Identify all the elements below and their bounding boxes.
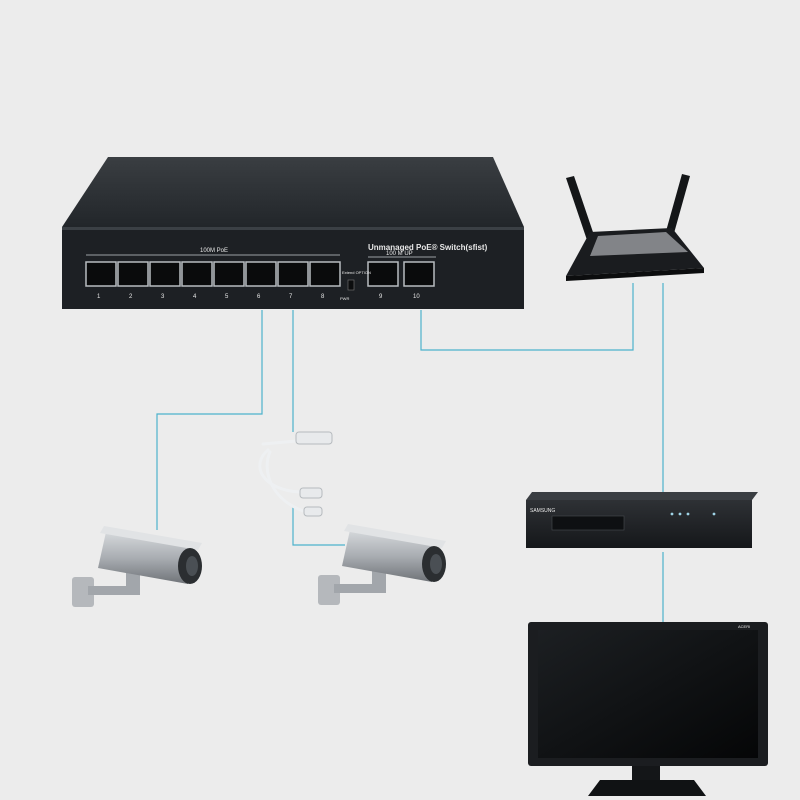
camera-icon [318,524,446,605]
poe-group-label: 100M PoE [200,248,228,254]
camera-wall-plate [318,575,340,605]
switch-port[interactable] [85,261,117,287]
port-number: 3 [161,294,165,300]
monitor-brand-label: ACERI [738,624,750,629]
nvr-icon: SAMSUNG [526,492,758,548]
nvr-top [526,492,758,500]
port-number: 2 [129,294,133,300]
switch-ports [85,261,435,287]
switch-port[interactable] [181,261,213,287]
camera-mount-arm [334,584,386,593]
camera-lens-glass [430,554,442,574]
monitor-screen [538,630,758,758]
camera-hood [344,524,446,548]
port-number: 6 [257,294,261,300]
switch-port[interactable] [309,261,341,287]
switch-front-edge [62,227,524,230]
router-antenna-right [663,174,690,244]
camera-icon [72,526,202,607]
switch-port[interactable] [149,261,181,287]
port-number: 1 [97,294,101,300]
camera-mount-arm [88,586,140,595]
switch-port[interactable] [277,261,309,287]
router-antenna-left [566,176,597,246]
poe-splitter-icon [258,431,333,517]
link-switch-router [420,283,634,351]
monitor-neck [632,766,660,780]
camera-hood [100,526,202,550]
camera-wall-plate [72,577,94,607]
splitter-cable-branch-2 [265,450,308,514]
port-number: 4 [193,294,197,300]
switch-model-label: Unmanaged PoE® Switch(sfist) [368,243,488,252]
splitter-jack [303,506,323,517]
router-icon [566,174,704,281]
nvr-indicator [712,512,716,516]
switch-port[interactable] [403,261,435,287]
router-front-edge [566,268,704,281]
nvr-brand-label: SAMSUNG [530,508,555,514]
splitter-connector [295,431,333,445]
port-number: 5 [225,294,229,300]
nvr-disc-tray [551,515,625,531]
splitter-cable-branch-1 [258,448,302,494]
switch-port-numbers: 1 2 3 4 5 6 7 8 9 10 [97,294,420,300]
link-splitter-camera-2 [292,505,345,546]
uplink-group-label: 100 M UP [386,251,413,257]
switch-port[interactable] [213,261,245,287]
nvr-indicator [686,512,690,516]
link-switch-camera-1 [156,310,263,530]
extend-toggle[interactable] [347,279,355,291]
switch-port[interactable] [245,261,277,287]
switch-top [62,157,524,227]
port-number: 7 [289,294,293,300]
link-lines [156,283,664,624]
port-number: 9 [379,294,383,300]
port-number: 8 [321,294,325,300]
nvr-indicator [678,512,682,516]
camera-lens-glass [186,556,198,576]
nvr-indicator [670,512,674,516]
monitor-stand [588,780,706,796]
camera-mount-neck [126,570,140,592]
port-number: 10 [413,294,420,300]
pwr-label: PWR [340,296,349,301]
switch-port[interactable] [117,261,149,287]
camera-mount-neck [372,568,386,590]
extend-option-label: Extend OPTION [342,270,371,275]
switch-port[interactable] [367,261,399,287]
monitor-icon: ACERI [528,622,768,796]
splitter-plug [299,487,323,499]
router-top-panel [590,232,688,256]
poe-switch-icon: 100M PoE Unmanaged PoE® Switch(sfist) 10… [62,157,524,309]
